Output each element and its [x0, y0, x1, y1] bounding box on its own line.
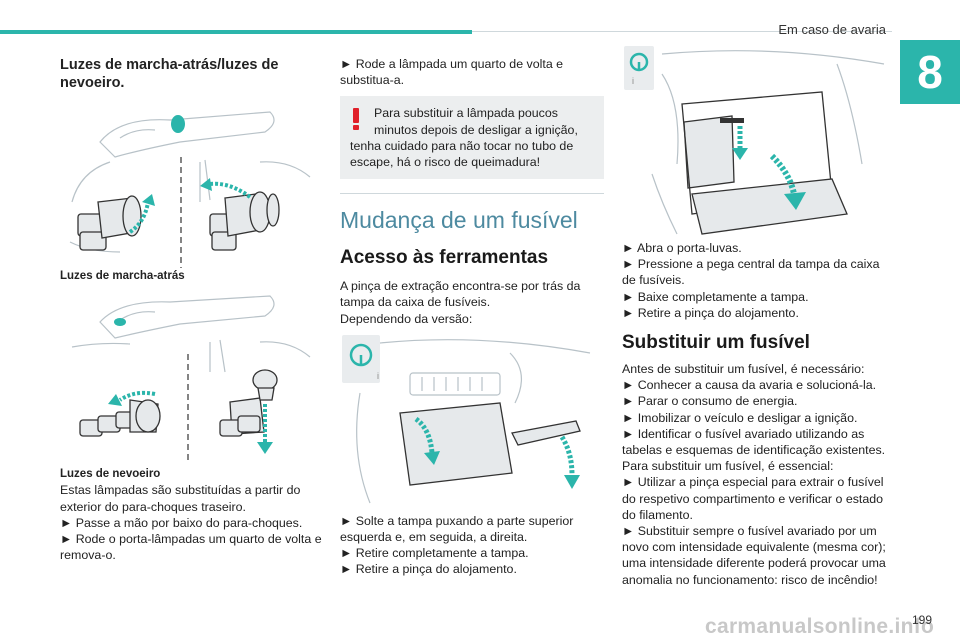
col2-step-4: ► Retire a pinça do alojamento.: [340, 562, 517, 577]
lights-heading: Luzes de marcha-atrás/luzes de nevoeiro.: [60, 57, 279, 91]
svg-text:i: i: [377, 371, 379, 381]
col3-step-1: ► Abra o porta-luvas.: [622, 241, 742, 255]
header-accent-bar: [0, 30, 472, 34]
warning-line-3: tenha cuidado para não tocar no tubo de: [350, 138, 574, 153]
access-line-2: tampa da caixa de fusíveis.: [340, 295, 491, 310]
warning-line-4: escape, há o risco de queimadura!: [350, 155, 541, 170]
col3-step-3: de fusíveis.: [622, 273, 685, 288]
col1-line-3: ► Passe a mão por baixo do para-choques.: [60, 515, 303, 530]
col2-intro-2: substitua-a.: [340, 73, 405, 88]
column-2: ► Rode a lâmpada um quarto de volta e su…: [340, 56, 604, 578]
col3-body-9: do respetivo compartimento e verificar o…: [622, 491, 884, 506]
col2-step-1: ► Solte a tampa puxando a parte superior: [340, 513, 574, 528]
col3-body-14: anomalia no funcionamento: risco de incê…: [622, 572, 878, 587]
warning-exclamation-icon: [353, 108, 359, 131]
burn-warning-box: Para substituir a lâmpada poucos minutos…: [340, 96, 604, 180]
col3-body-13: uma intensidade diferente poderá provoca…: [622, 556, 886, 571]
fuse-cover-illustration: i: [340, 333, 604, 505]
col3-step-4: ► Baixe completamente a tampa.: [622, 289, 809, 304]
access-line-3: Dependendo da versão:: [340, 311, 473, 326]
col3-body-2: ► Conhecer a causa da avaria e solucioná…: [622, 378, 877, 393]
fuse-cover-figure: i: [342, 334, 591, 504]
col1-line-4: ► Rode o porta-lâmpadas um quarto de vol…: [60, 532, 322, 547]
page-number: 199: [911, 613, 932, 627]
col1-line-5: remova-o.: [60, 548, 116, 563]
col3-body-4: ► Imobilizar o veículo e desligar a igni…: [622, 410, 858, 425]
col3-body-3: ► Parar o consumo de energia.: [622, 394, 798, 409]
col2-intro-1: ► Rode a lâmpada um quarto de volta e: [340, 57, 564, 71]
reverse-light-figure: [69, 111, 311, 268]
glovebox-illustration: i: [622, 44, 886, 236]
col2-step-3: ► Retire completamente a tampa.: [340, 546, 529, 561]
replace-fuse-heading: Substituir um fusível: [622, 332, 810, 354]
col3-body-8: ► Utilizar a pinça especial para extrair…: [622, 475, 884, 490]
glovebox-figure: i: [624, 46, 885, 235]
col3-step-5: ► Retire a pinça do alojamento.: [622, 305, 799, 320]
col1-line-2: exterior do para-choques traseiro.: [60, 499, 246, 514]
warning-line-2: minutos depois de desligar a ignição,: [374, 122, 578, 137]
svg-text:i: i: [632, 76, 634, 86]
col3-body-12: novo com intensidade equivalente (mesma …: [622, 540, 886, 555]
fuse-change-heading: Mudança de um fusível: [340, 207, 578, 234]
fog-light-caption: Luzes de nevoeiro: [60, 468, 161, 481]
fog-light-illustration: [60, 292, 322, 465]
col3-body-11: ► Substituir sempre o fusível avariado p…: [622, 524, 877, 539]
col3-step-2: ► Pressione a pega central da tampa da c…: [622, 257, 880, 272]
column-3: i ► Abra o porta-luvas. ► Pressione a pe…: [622, 44, 886, 588]
col2-step-2: esquerda e, em seguida, a direita.: [340, 530, 528, 545]
col3-body-6: tabelas e esquemas de identificação exis…: [622, 443, 886, 458]
watermark: carmanualsonline.info: [705, 615, 935, 638]
header-rule: [472, 31, 892, 32]
access-line-1: A pinça de extração encontra-se por trás…: [340, 279, 581, 294]
col1-line-1: Estas lâmpadas são substituídas a partir…: [60, 483, 301, 498]
col3-body-7: Para substituir um fusível, é essencial:: [622, 459, 834, 474]
column-1: Luzes de marcha-atrás/luzes de nevoeiro.: [60, 56, 322, 563]
reverse-light-illustration: [60, 102, 322, 268]
fog-light-figure: [71, 295, 311, 465]
warning-line-1: Para substituir a lâmpada poucos: [374, 106, 558, 121]
chapter-number: 8: [900, 40, 960, 104]
col3-body-5: ► Identificar o fusível avariado utiliza…: [622, 426, 865, 441]
col3-body-10: do filamento.: [622, 507, 693, 522]
reverse-light-caption: Luzes de marcha-atrás: [60, 270, 185, 282]
section-title: Em caso de avaria: [778, 22, 886, 37]
section-divider: [340, 193, 604, 195]
tools-access-heading: Acesso às ferramentas: [340, 247, 549, 269]
col3-body-1: Antes de substituir um fusível, é necess…: [622, 362, 865, 377]
